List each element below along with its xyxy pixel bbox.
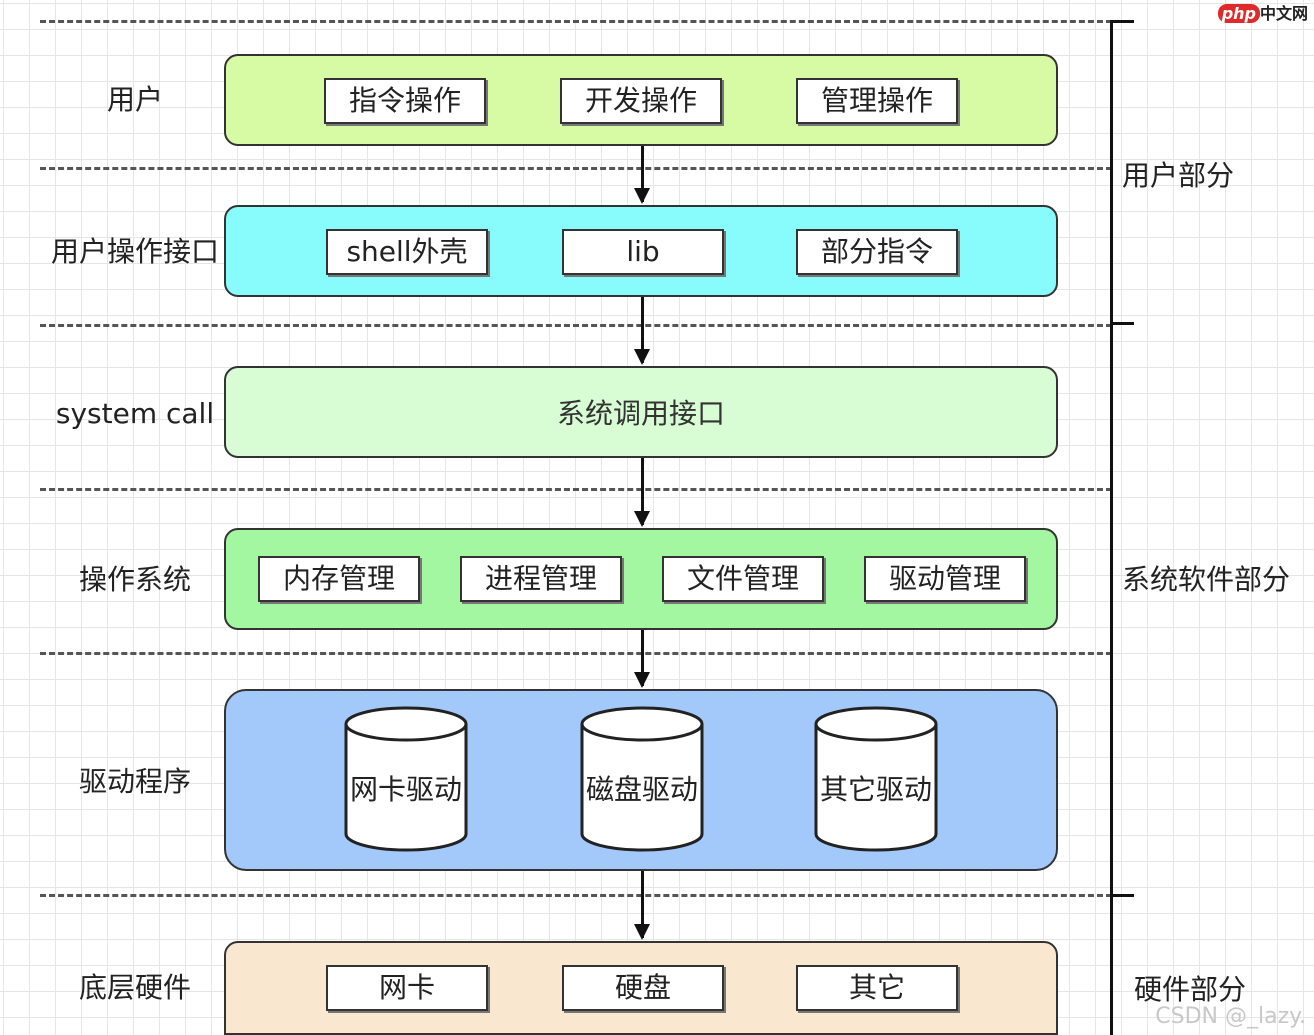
cylinder-label: 其它驱动	[819, 773, 932, 806]
item-command-ops: 指令操作	[324, 78, 486, 124]
item-dev-ops: 开发操作	[560, 78, 722, 124]
layer-label-hardware: 底层硬件	[78, 971, 191, 1004]
separator-line	[40, 20, 1112, 23]
item-partial-commands: 部分指令	[796, 229, 958, 275]
layer-user-interface: shell外壳 lib 部分指令	[224, 205, 1058, 297]
cylinder-other-driver: 其它驱动	[814, 706, 938, 852]
item-admin-ops: 管理操作	[796, 78, 958, 124]
layer-label-drivers: 驱动程序	[78, 765, 191, 798]
layer-user: 指令操作 开发操作 管理操作	[224, 54, 1058, 146]
layer-label-system-call: system call	[55, 397, 215, 430]
layer-label-os: 操作系统	[78, 563, 191, 596]
flow-arrow	[634, 458, 650, 527]
item-driver-mgmt: 驱动管理	[864, 556, 1026, 602]
separator-line	[40, 488, 1112, 491]
cylinder-label: 磁盘驱动	[585, 773, 698, 806]
cylinder-label: 网卡驱动	[349, 773, 462, 806]
bracket-tick	[1110, 20, 1134, 23]
csdn-watermark: CSDN @_lazy.	[1155, 1004, 1306, 1029]
item-nic: 网卡	[326, 965, 488, 1011]
separator-line	[40, 167, 1112, 170]
site-name: 中文网	[1259, 4, 1308, 23]
layer-label-user: 用户	[106, 83, 163, 116]
layer-system-call: 系统调用接口	[224, 366, 1058, 458]
group-bracket	[1110, 20, 1113, 1035]
flow-arrow	[634, 630, 650, 688]
item-lib: lib	[562, 229, 724, 275]
bracket-tick	[1110, 322, 1134, 325]
cylinder-disk-driver: 磁盘驱动	[580, 706, 704, 852]
syscall-interface-text: 系统调用接口	[556, 397, 725, 430]
flow-arrow	[634, 146, 650, 204]
flow-arrow	[634, 297, 650, 365]
item-shell: shell外壳	[326, 229, 488, 275]
item-memory-mgmt: 内存管理	[258, 556, 420, 602]
item-disk: 硬盘	[562, 965, 724, 1011]
separator-line	[40, 324, 1112, 327]
item-process-mgmt: 进程管理	[460, 556, 622, 602]
item-other-hw: 其它	[796, 965, 958, 1011]
cylinder-nic-driver: 网卡驱动	[344, 706, 468, 852]
flow-arrow	[634, 871, 650, 940]
group-label-system-software: 系统软件部分	[1122, 563, 1291, 596]
bracket-tick	[1110, 894, 1134, 897]
layer-hardware: 网卡 硬盘 其它	[224, 941, 1058, 1035]
layer-label-user-interface: 用户操作接口	[50, 235, 219, 268]
item-file-mgmt: 文件管理	[662, 556, 824, 602]
group-label-hardware: 硬件部分	[1134, 973, 1247, 1006]
group-label-user: 用户部分	[1122, 159, 1235, 192]
layer-os: 内存管理 进程管理 文件管理 驱动管理	[224, 528, 1058, 630]
separator-line	[40, 894, 1112, 897]
separator-line	[40, 652, 1112, 655]
php-logo: php	[1217, 4, 1260, 23]
